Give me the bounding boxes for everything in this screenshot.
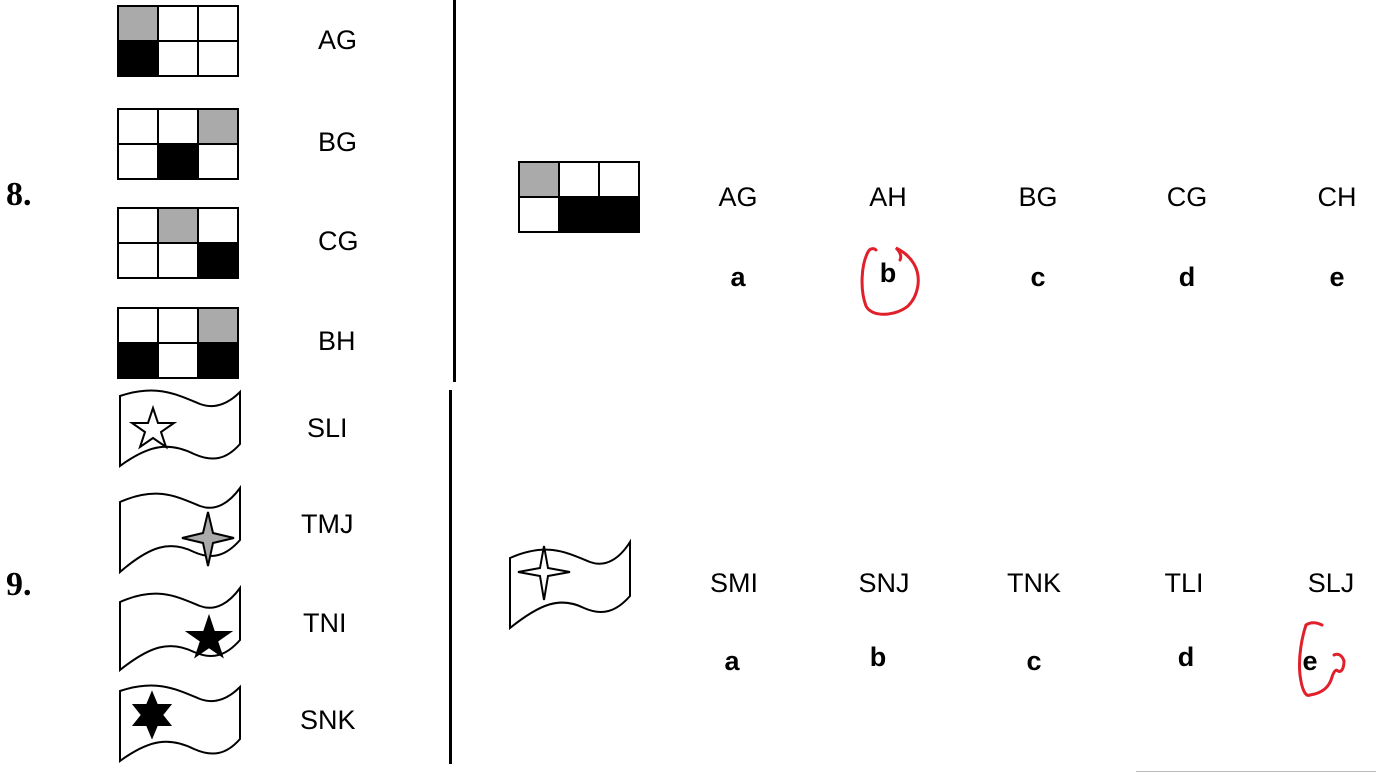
- q8-option-letter-e[interactable]: e: [1329, 262, 1345, 292]
- q9-example-flag-sli: [119, 389, 241, 468]
- q9-target-flag: [509, 538, 631, 631]
- question-8-number: 8.: [6, 176, 32, 213]
- q9-option-letter-b[interactable]: b: [869, 642, 887, 672]
- q8-option-code-a: AG: [718, 182, 758, 212]
- q9-divider-line: [449, 390, 452, 764]
- q8-example-grid-ag: [117, 5, 239, 77]
- q8-example-grid-cg: [117, 207, 239, 279]
- q9-example-flag-tmj: [119, 484, 241, 575]
- q9-example-code-1: SLI: [307, 413, 348, 443]
- q9-option-letter-e[interactable]: e: [1302, 646, 1318, 676]
- q8-option-code-e: CH: [1317, 182, 1357, 212]
- q9-option-code-e: SLJ: [1307, 568, 1355, 598]
- q8-option-code-d: CG: [1166, 182, 1208, 212]
- q8-example-code-3: CG: [318, 226, 359, 256]
- q9-option-letter-a[interactable]: a: [724, 646, 740, 676]
- q9-example-code-2: TMJ: [301, 509, 354, 539]
- q9-option-letter-c[interactable]: c: [1026, 646, 1042, 676]
- q9-option-letter-d[interactable]: d: [1177, 642, 1195, 672]
- q8-option-code-c: BG: [1018, 182, 1058, 212]
- q8-option-letter-b[interactable]: b: [879, 258, 897, 288]
- q9-example-flag-tni: [119, 584, 241, 673]
- q9-answer-circle: [1298, 621, 1346, 697]
- q9-option-code-d: TLI: [1164, 568, 1204, 598]
- q9-example-code-3: TNI: [303, 608, 347, 638]
- q8-option-letter-d[interactable]: d: [1178, 262, 1196, 292]
- q8-example-code-4: BH: [318, 326, 356, 356]
- q9-option-code-c: TNK: [1007, 568, 1061, 598]
- q8-divider-line: [453, 0, 456, 382]
- q8-example-code-1: AG: [318, 25, 358, 55]
- bottom-rule: [1136, 771, 1376, 772]
- q8-option-letter-c[interactable]: c: [1030, 262, 1046, 292]
- q9-example-flag-snk: [119, 684, 241, 763]
- question-9-number: 9.: [6, 566, 32, 603]
- q8-example-grid-bg: [117, 108, 239, 180]
- q8-option-code-b: AH: [869, 182, 907, 212]
- q9-example-code-4: SNK: [300, 705, 356, 735]
- q9-option-code-a: SMI: [709, 568, 758, 598]
- q8-answer-circle: [860, 246, 920, 316]
- q8-target-grid: [518, 161, 640, 233]
- q8-example-grid-bh: [117, 307, 239, 379]
- q8-option-letter-a[interactable]: a: [730, 262, 746, 292]
- q9-option-code-b: SNJ: [858, 568, 910, 598]
- q8-example-code-2: BG: [318, 127, 358, 157]
